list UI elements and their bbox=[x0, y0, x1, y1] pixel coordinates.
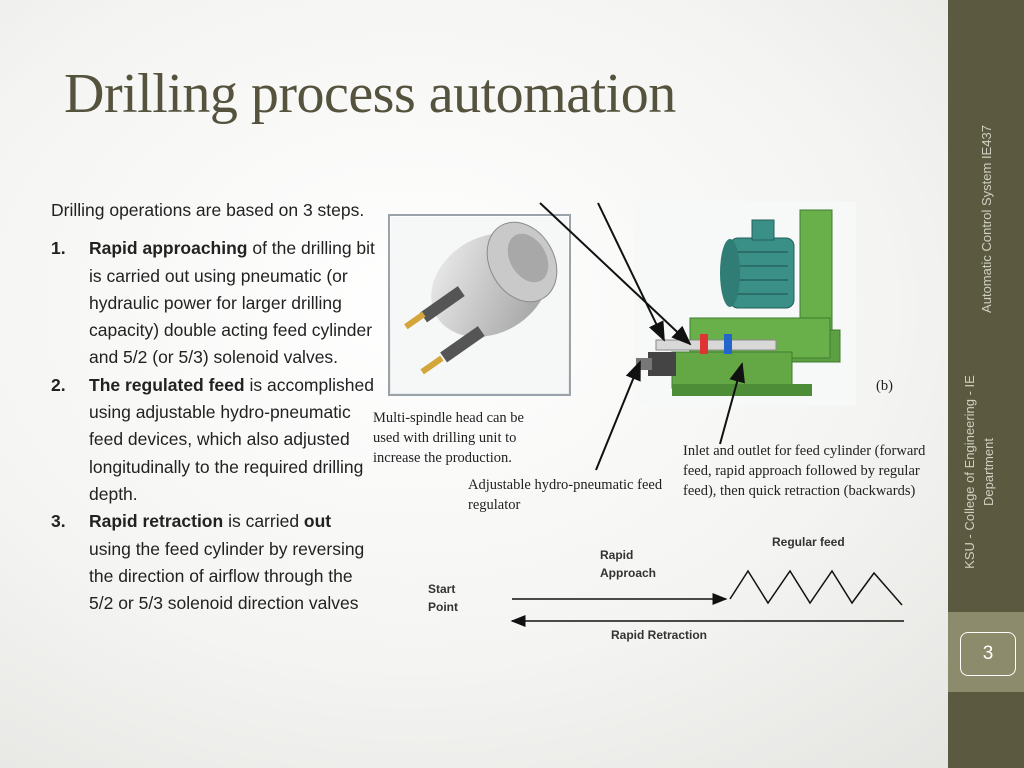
step-number: 2. bbox=[51, 374, 66, 395]
intro-text: Drilling operations are based on 3 steps… bbox=[51, 200, 365, 220]
regular-feed-label: Regular feed bbox=[772, 535, 845, 549]
step-title: Rapid approaching bbox=[89, 238, 248, 259]
slide-title: Drilling process automation bbox=[64, 63, 676, 125]
caption-line: Inlet and outlet for feed cylinder (forw… bbox=[683, 443, 926, 459]
feed-motion-diagram: Regular feed Rapid Approach Start Point … bbox=[428, 535, 904, 642]
rapid-approach-label-line: Approach bbox=[600, 566, 656, 580]
list-item: 3. Rapid retraction is carried out using … bbox=[51, 508, 376, 617]
rapid-retraction-label: Rapid Retraction bbox=[611, 628, 707, 642]
department-line: KSU - College of Engineering - IE bbox=[962, 375, 977, 569]
motor bbox=[720, 219, 795, 309]
step-title: Rapid retraction bbox=[89, 511, 224, 532]
body-text: Drilling operations are based on 3 steps… bbox=[51, 197, 376, 617]
drilling-unit-figure: (b) Multi-spindle head can be used with … bbox=[373, 202, 926, 642]
regular-feed-zigzag bbox=[729, 569, 903, 606]
caption-line: increase the production. bbox=[373, 450, 512, 466]
panel-label: (b) bbox=[876, 378, 893, 394]
caption-line: feed, rapid approach followed by regular bbox=[683, 463, 920, 479]
course-label: Automatic Control System IE437 bbox=[979, 125, 994, 313]
drilling-unit-photo: (b) bbox=[634, 202, 893, 405]
list-item: 2. The regulated feed is accomplished usi… bbox=[51, 372, 376, 508]
page-number: 3 bbox=[960, 632, 1016, 676]
spindle-upper bbox=[404, 286, 465, 330]
department-label: KSU - College of Engineering - IE Depart… bbox=[960, 352, 1000, 592]
multi-spindle-head-photo bbox=[388, 214, 571, 396]
department-line: Department bbox=[981, 438, 996, 506]
caption-multi-spindle: Multi-spindle head can be used with dril… bbox=[373, 410, 524, 466]
step-text: of the drilling bit is carried out using… bbox=[89, 238, 375, 368]
list-item: 1. Rapid approaching of the drilling bit … bbox=[51, 235, 376, 371]
caption-line: used with drilling unit to bbox=[373, 430, 516, 446]
step-text: is accomplished using adjustable hydro-p… bbox=[89, 374, 374, 504]
step-number: 3. bbox=[51, 511, 66, 532]
caption-line: Adjustable hydro-pneumatic feed bbox=[468, 477, 663, 493]
rapid-approach-label-line: Rapid bbox=[600, 548, 633, 562]
caption-regulator: Adjustable hydro-pneumatic feed regulato… bbox=[468, 477, 663, 513]
step-title: The regulated feed bbox=[89, 374, 245, 395]
spindle-lower bbox=[420, 326, 485, 375]
step-number: 1. bbox=[51, 238, 66, 259]
steps-list: 1. Rapid approaching of the drilling bit … bbox=[51, 235, 376, 617]
step-text: is carried bbox=[223, 511, 304, 532]
start-point-label-line: Point bbox=[428, 600, 458, 614]
caption-line: feed), then quick retraction (backwards) bbox=[683, 483, 915, 499]
caption-line: Multi-spindle head can be bbox=[373, 410, 524, 426]
caption-inlet-outlet: Inlet and outlet for feed cylinder (forw… bbox=[683, 443, 926, 499]
step-emphasis: out bbox=[303, 511, 332, 532]
pointer-arrows bbox=[539, 202, 745, 471]
step-text-continued: using the feed cylinder by reversing the… bbox=[89, 538, 365, 614]
start-point-label-line: Start bbox=[428, 582, 455, 596]
caption-line: regulator bbox=[468, 497, 521, 513]
